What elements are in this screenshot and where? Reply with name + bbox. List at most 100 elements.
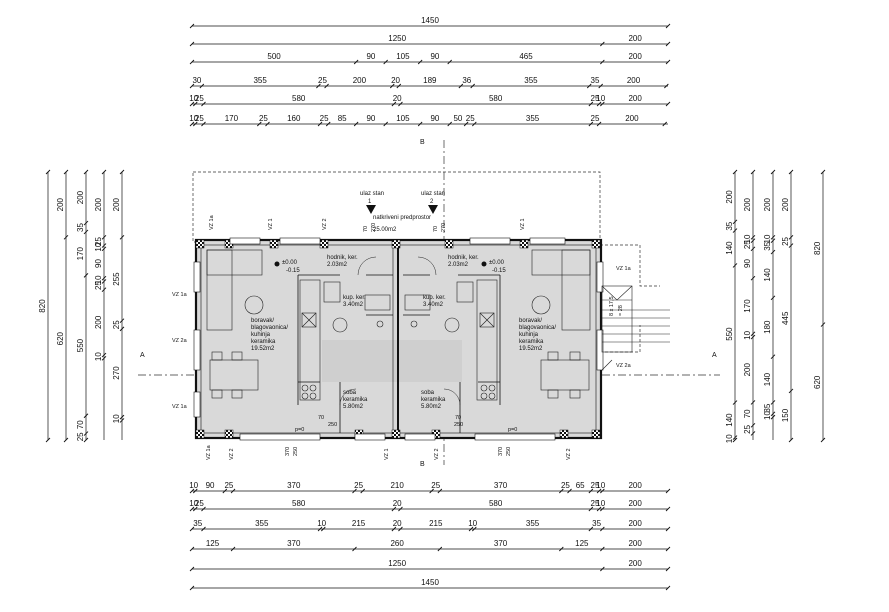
dimension-tick [83,220,89,226]
porch-area: 25.00m2 [373,227,397,233]
dimension-tick [750,235,756,240]
dimension-value: 200 [625,114,639,123]
dimension-value: 35 [725,221,734,230]
dimension-tick [665,506,671,512]
furniture-left [206,249,391,401]
dimension-value: 10 [189,94,198,103]
dimension-tick [119,418,125,423]
door-dim-left-70: 70 [318,415,324,421]
dimension-value: 580 [292,94,306,103]
dimension-tick [665,59,671,65]
dimension-value: 550 [76,338,85,352]
dimension-value: 215 [352,519,366,528]
dimension-tick [788,388,794,394]
dimension-tick [471,121,477,127]
dimension-tick [732,169,738,175]
dimension-value: 580 [489,94,503,103]
stairs [601,285,670,371]
dimension-tick [325,121,331,127]
room-text-line: blagovaonica/ [519,325,556,331]
dimension-value: 370 [494,481,508,490]
dimension-value: 35 [193,519,202,528]
dimension-value: 25 [591,481,600,490]
entry-markers [366,205,438,214]
dimension-tick [588,121,594,127]
dimension-tick [101,243,107,248]
dimension-value: 25 [318,76,327,85]
dimension-tick [665,526,671,532]
dimension-value: 215 [429,519,443,528]
door-dim-right-250: 250 [454,422,463,428]
dimension-tick [201,526,206,532]
room-text-line: 19.52m2 [251,346,275,352]
dimension-tick [665,101,671,107]
dimension-tick [119,414,125,420]
vz-tag: VZ 2 [322,218,328,230]
dimension-tick [588,101,594,107]
dimension-tick [398,506,403,512]
dimension-tick [770,411,776,417]
dimension-value: 200 [628,34,642,43]
dimension-tick [320,526,326,532]
dimension-value: 10 [596,481,605,490]
dimension-value: 25 [76,432,85,441]
room-living-left: boravak/blagovaonica/kuhinjakeramika19.5… [251,318,288,352]
dimension-tick [732,435,738,440]
dimension-tick [101,352,107,358]
dimension-tick [391,506,397,512]
level-left-icon [274,261,280,267]
dimension-tick [101,355,107,361]
dim-v270-right: 270 [441,223,447,232]
dimension-value: 1250 [388,34,406,43]
entry-left-label: ulaz stan [360,191,384,197]
dimension-value: 25 [195,94,204,103]
dimension-value: 10 [596,94,605,103]
dimension-value: 140 [725,413,734,427]
dimension-value: 445 [781,311,790,325]
sill-left: p=0 [295,427,304,433]
dimension-value: 35 [592,519,601,528]
dimension-tick [119,318,125,324]
dimension-tick [101,169,107,175]
dimension-tick [189,526,195,532]
dimension-tick [600,546,605,552]
dimension-value: 20 [393,94,402,103]
dimension-value: 140 [763,268,772,282]
dimension-value: 200 [628,94,642,103]
dimension-value: 200 [94,315,103,329]
dimension-value: 355 [526,114,540,123]
room-bath-right: kup. ker.3.40m2 [423,295,446,308]
section-b-top: B [420,139,425,146]
vz-tag: VZ 1 [520,218,526,230]
dimension-tick [201,506,206,512]
dimension-tick [750,238,756,243]
dimension-value: 10 [317,519,326,528]
dimension-value: 580 [489,499,503,508]
dimension-tick [458,83,464,89]
dimension-tick [750,422,756,428]
dimension-value: 550 [725,327,734,341]
entry-arrow-left-icon [366,205,376,214]
dimension-tick [317,121,323,127]
dimension-tick [383,59,389,65]
dimension-tick [192,506,198,512]
dimension-tick [189,488,195,494]
dimension-value: 25 [743,424,752,433]
dimension-tick [45,169,51,175]
level-right-bottom: -0.15 [492,268,506,274]
dimension-tick [189,59,195,65]
dimension-tick [596,101,602,107]
dimension-tick [600,488,605,494]
dimension-value: 10 [189,114,198,123]
dimension-value: 90 [206,481,215,490]
dimension-tick [437,546,443,552]
dimension-tick [447,59,453,65]
dimension-tick [316,83,321,89]
dimension-tick [101,279,107,284]
dimension-tick [750,331,756,337]
